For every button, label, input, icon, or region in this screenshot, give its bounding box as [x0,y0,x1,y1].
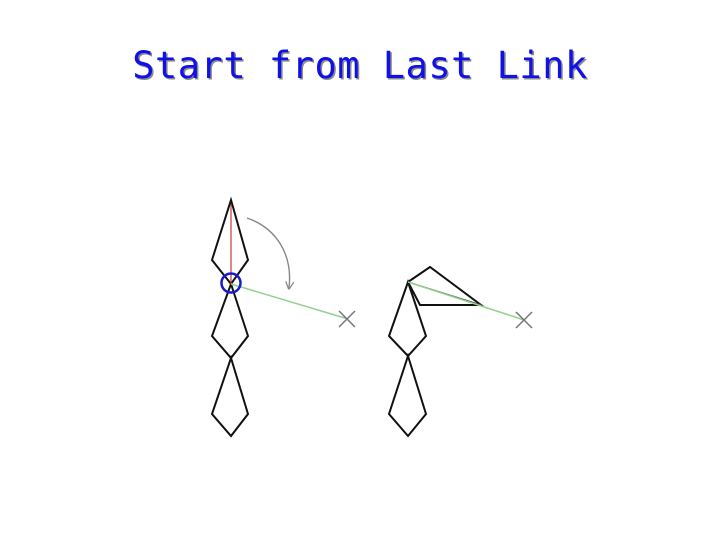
right-link-middle [387,278,428,358]
right-joint-to-target-line [407,281,525,321]
right-target-cross-icon [515,311,533,329]
joint-to-target-line [230,283,349,320]
right-chain [387,265,533,438]
left-chain [210,196,356,438]
slide-title: Start from Last Link [132,44,588,87]
right-link-base [387,352,428,438]
rotation-arrow-icon [246,217,290,288]
active-joint-circle-icon [220,272,242,294]
target-cross-icon [338,310,356,328]
left-link-base [210,354,250,438]
left-link-middle [210,280,250,360]
left-link-last [210,196,250,286]
